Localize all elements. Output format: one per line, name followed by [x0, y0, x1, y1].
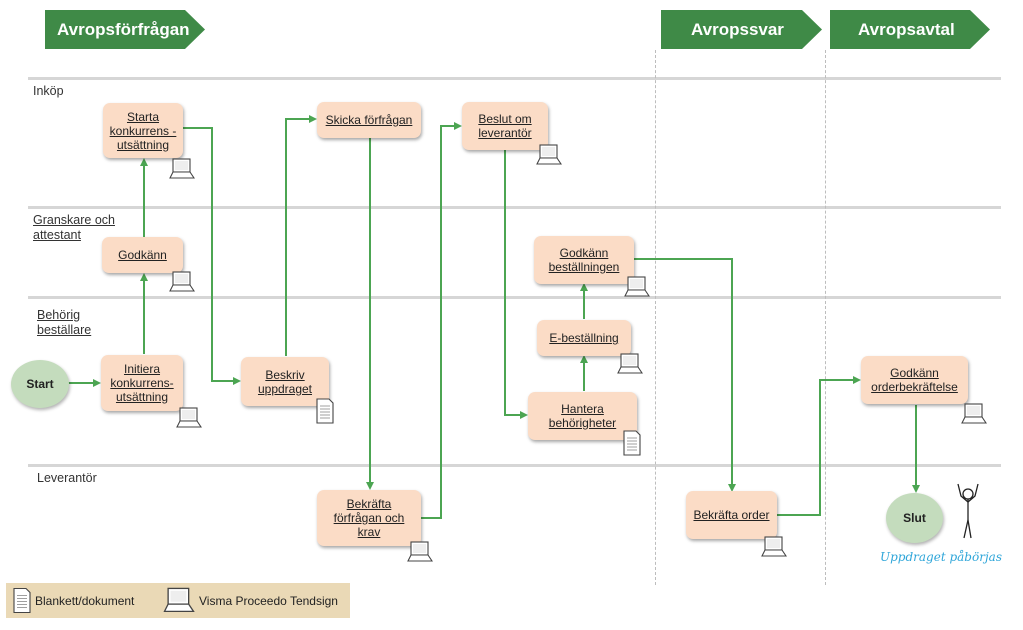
- laptop-icon: [407, 541, 433, 562]
- lane-label-leverantor: Leverantör: [37, 471, 97, 485]
- node-initiera[interactable]: Initiera konkurrens-utsättning: [101, 355, 183, 411]
- node-skicka[interactable]: Skicka förfrågan: [317, 102, 421, 138]
- phase-avropssvar: Avropssvar: [661, 10, 822, 49]
- legend-doc-label: Blankett/dokument: [35, 594, 135, 608]
- lane-label-granskare[interactable]: Granskare och attestant: [33, 213, 115, 242]
- laptop-icon: [536, 144, 562, 165]
- arrow-beskriv-skicka: [285, 115, 317, 356]
- arrow-bekrafta-order-godkann-order: [777, 376, 861, 516]
- node-godkann-bestallningen[interactable]: Godkänn beställningen: [534, 236, 634, 284]
- slogan-text: Uppdraget påbörjas: [880, 550, 1002, 564]
- phase-avropsforfragan: Avropsförfrågan: [45, 10, 205, 49]
- lane-label-behorig[interactable]: Behörig beställare: [37, 308, 92, 337]
- phase-divider: [825, 50, 826, 585]
- phase-label: Avropssvar: [691, 19, 784, 39]
- document-icon: [623, 430, 641, 456]
- phase-avropsavtal: Avropsavtal: [830, 10, 990, 49]
- phase-label: Avropsförfrågan: [57, 19, 190, 39]
- laptop-icon: [163, 587, 195, 613]
- laptop-icon: [617, 353, 643, 374]
- arrow-beslut-hantera: [504, 150, 528, 419]
- node-bekrafta-order[interactable]: Bekräfta order: [686, 491, 777, 539]
- laptop-icon: [169, 271, 195, 292]
- document-icon: [316, 398, 334, 424]
- legend-sys-label: Visma Proceedo Tendsign: [199, 594, 338, 608]
- laptop-icon: [169, 158, 195, 179]
- lane-divider: [28, 296, 1001, 299]
- node-godkann-order[interactable]: Godkänn orderbekräftelse: [861, 356, 968, 404]
- lane-divider: [28, 77, 1001, 80]
- celebrating-person-icon: [957, 483, 979, 539]
- laptop-icon: [961, 403, 987, 424]
- laptop-icon: [761, 536, 787, 557]
- node-starta[interactable]: Starta konkurrens -utsättning: [103, 103, 183, 158]
- node-hantera[interactable]: Hantera behörigheter: [528, 392, 637, 440]
- node-beskriv[interactable]: Beskriv uppdraget: [241, 357, 329, 406]
- laptop-icon: [176, 407, 202, 428]
- node-beslut[interactable]: Beslut om leverantör: [462, 102, 548, 150]
- arrow-bekrafta-beslut: [421, 122, 462, 519]
- lane-divider: [28, 464, 1001, 467]
- node-godkann[interactable]: Godkänn: [102, 237, 183, 273]
- node-ebestallning[interactable]: E-beställning: [537, 320, 631, 356]
- lane-label-inkop: Inköp: [33, 84, 64, 98]
- lane-divider: [28, 206, 1001, 209]
- phase-divider: [655, 50, 656, 585]
- start-node: Start: [11, 360, 69, 408]
- phase-label: Avropsavtal: [858, 19, 955, 39]
- document-icon: [13, 587, 31, 614]
- end-node: Slut: [886, 493, 943, 543]
- laptop-icon: [624, 276, 650, 297]
- legend: Blankett/dokument Visma Proceedo Tendsig…: [6, 583, 350, 618]
- node-bekrafta-forfragan[interactable]: Bekräfta förfrågan och krav: [317, 490, 421, 546]
